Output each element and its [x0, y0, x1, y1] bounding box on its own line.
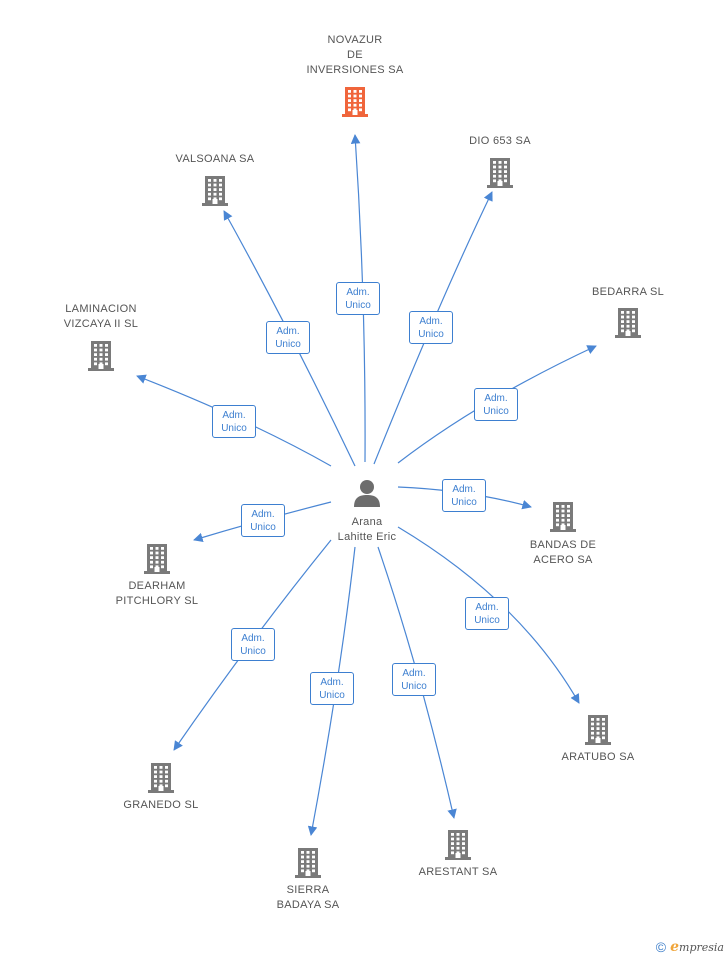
- node-label: SIERRA BADAYA SA: [218, 883, 398, 913]
- node-label-line: INVERSIONES SA: [306, 64, 404, 76]
- node-label-line: ACERO SA: [533, 554, 593, 566]
- relation-label-line: Unico: [221, 423, 247, 434]
- node-label-line: ARESTANT SA: [418, 866, 498, 878]
- node-label-line: DE: [347, 49, 363, 61]
- building-icon: [585, 715, 611, 745]
- node-label: ARATUBO SA: [508, 750, 688, 765]
- node-label-line: PITCHLORY SL: [115, 595, 199, 607]
- node-label: VALSOANA SA: [125, 152, 305, 167]
- node-label-line: DEARHAM: [128, 580, 186, 592]
- relation-label-arestant[interactable]: Adm. Unico: [392, 663, 436, 696]
- building-icon: [445, 830, 471, 860]
- node-label-line: ARATUBO SA: [561, 751, 635, 763]
- relation-label-line: Unico: [319, 690, 345, 701]
- relation-label-line: Adm.: [452, 484, 476, 495]
- building-icon: [550, 502, 576, 532]
- relation-label-line: Adm.: [346, 287, 370, 298]
- building-icon: [295, 848, 321, 878]
- node-label: BEDARRA SL: [538, 285, 718, 300]
- node-label: DIO 653 SA: [410, 134, 590, 149]
- building-icon: [615, 308, 641, 338]
- relation-label-line: Unico: [240, 646, 266, 657]
- relation-label-line: Unico: [451, 497, 477, 508]
- node-label-line: VALSOANA SA: [175, 153, 255, 165]
- node-label-line: LAMINACION: [65, 303, 137, 315]
- relation-label-line: Unico: [275, 339, 301, 350]
- brand-footer: © empresia: [656, 939, 724, 955]
- relation-label-line: Adm.: [475, 602, 499, 613]
- relation-label-line: Unico: [250, 522, 276, 533]
- node-label-line: NOVAZUR: [327, 34, 383, 46]
- relation-label-line: Unico: [418, 329, 444, 340]
- node-label: DEARHAM PITCHLORY SL: [67, 579, 247, 609]
- relation-label-novazur[interactable]: Adm. Unico: [336, 282, 380, 315]
- relation-label-line: Adm.: [241, 633, 265, 644]
- building-icon: [88, 341, 114, 371]
- relation-label-line: Adm.: [276, 326, 300, 337]
- relation-label-line: Adm.: [222, 410, 246, 421]
- node-label: LAMINACION VIZCAYA II SL: [11, 302, 191, 332]
- relation-label-laminacion[interactable]: Adm. Unico: [212, 405, 256, 438]
- building-icon: [148, 763, 174, 793]
- relation-label-dearham[interactable]: Adm. Unico: [241, 504, 285, 537]
- node-label: GRANEDO SL: [71, 798, 251, 813]
- relation-label-bedarra[interactable]: Adm. Unico: [474, 388, 518, 421]
- person-icon: [354, 480, 380, 507]
- relation-label-aratubo[interactable]: Adm. Unico: [465, 597, 509, 630]
- node-label-line: VIZCAYA II SL: [63, 318, 139, 330]
- relation-label-line: Unico: [483, 406, 509, 417]
- relation-label-granedo[interactable]: Adm. Unico: [231, 628, 275, 661]
- building-icon: [342, 87, 368, 117]
- node-label-line: DIO 653 SA: [469, 135, 531, 147]
- building-icon: [487, 158, 513, 188]
- relation-label-dio653[interactable]: Adm. Unico: [409, 311, 453, 344]
- relation-label-line: Unico: [401, 681, 427, 692]
- relation-label-line: Adm.: [251, 509, 275, 520]
- copyright-icon: ©: [655, 939, 667, 955]
- relation-label-line: Adm.: [419, 316, 443, 327]
- node-label-line: Lahitte Eric: [337, 531, 397, 543]
- node-label-line: SIERRA: [286, 884, 330, 896]
- node-label-line: BADAYA SA: [276, 899, 340, 911]
- node-label-line: BANDAS DE: [529, 539, 597, 551]
- relation-label-sierra[interactable]: Adm. Unico: [310, 672, 354, 705]
- relation-label-valsoana[interactable]: Adm. Unico: [266, 321, 310, 354]
- node-label: ARESTANT SA: [368, 865, 548, 880]
- relation-label-line: Unico: [474, 615, 500, 626]
- node-label: BANDAS DE ACERO SA: [473, 538, 653, 568]
- relation-label-line: Adm.: [320, 677, 344, 688]
- building-icon: [202, 176, 228, 206]
- relation-label-line: Adm.: [402, 668, 426, 679]
- building-icon: [144, 544, 170, 574]
- node-label-line: BEDARRA SL: [591, 286, 665, 298]
- node-label: NOVAZUR DE INVERSIONES SA: [265, 33, 445, 78]
- relation-label-line: Adm.: [484, 393, 508, 404]
- brand-logo: empresia: [670, 939, 724, 955]
- node-label-line: GRANEDO SL: [123, 799, 199, 811]
- relation-label-bandas[interactable]: Adm. Unico: [442, 479, 486, 512]
- relation-label-line: Unico: [345, 300, 371, 311]
- node-label-line: Arana: [351, 516, 383, 528]
